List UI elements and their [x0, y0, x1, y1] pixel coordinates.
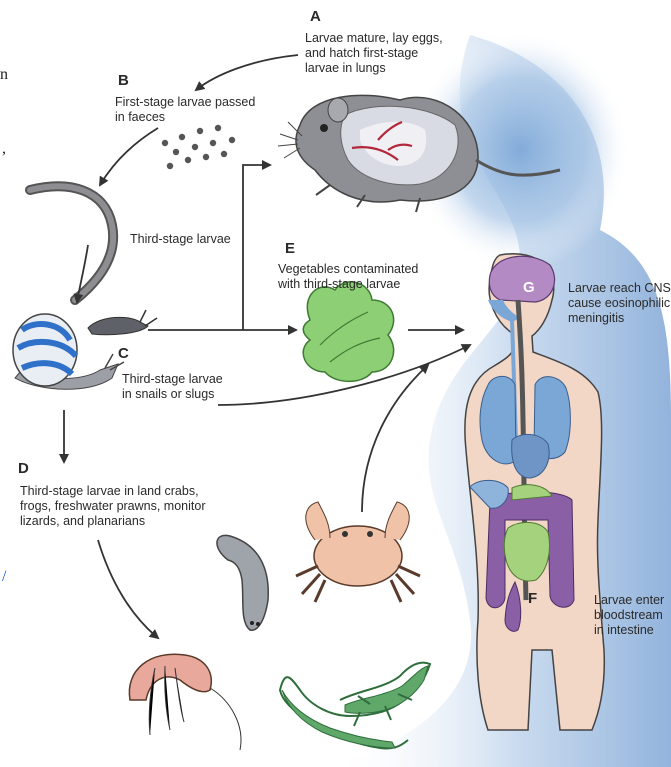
edge-fragment-1: n	[0, 66, 8, 84]
arrow-d-to-prawn	[98, 540, 158, 638]
edge-fragment-2: ,	[2, 140, 6, 158]
third-stage-larvae-label: Third-stage larvae	[130, 232, 231, 247]
brain-organ	[489, 256, 554, 302]
arrow-branch-to-rat	[243, 165, 270, 330]
arrow-b-to-worm	[100, 128, 158, 185]
stage-letter-f: F	[528, 590, 537, 607]
stage-letter-e: E	[285, 240, 295, 257]
arrow-crab-to-human	[362, 365, 428, 512]
stage-a-label: Larvae mature, lay eggs,and hatch first-…	[305, 31, 443, 76]
stage-letter-a: A	[310, 8, 321, 25]
lettuce-illustration	[303, 282, 393, 382]
stage-letter-b: B	[118, 72, 129, 89]
slug-illustration	[88, 310, 157, 335]
larva-worm	[30, 186, 113, 300]
arrow-a-to-b	[196, 55, 298, 90]
crab-illustration	[296, 502, 420, 602]
faeces-dots	[162, 125, 235, 169]
stage-letter-c: C	[118, 345, 129, 362]
prawn-illustration	[129, 654, 241, 750]
stage-letter-d: D	[18, 460, 29, 477]
stage-letter-g: G	[523, 279, 535, 296]
stage-d-label: Third-stage larvae in land crabs,frogs, …	[20, 484, 206, 529]
planarian-illustration	[217, 535, 268, 630]
edge-fragment-3: /	[2, 568, 6, 586]
